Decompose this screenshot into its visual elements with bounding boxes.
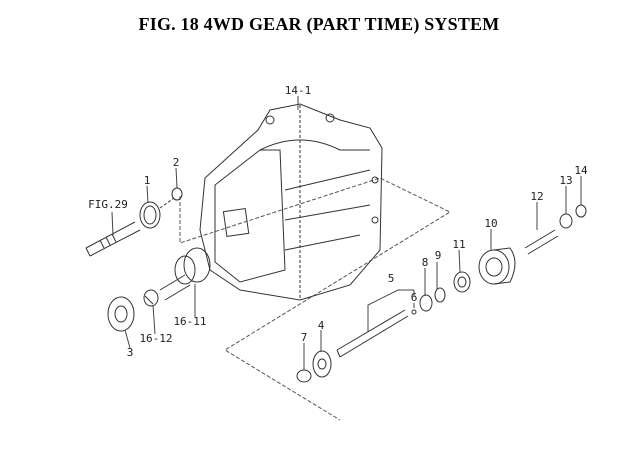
callout-10: 10: [484, 217, 498, 230]
snap-ring-9: [434, 287, 446, 303]
assembly-outline: [179, 177, 452, 421]
callout-4: 4: [317, 319, 325, 332]
callout-12: 12: [530, 190, 544, 203]
housing-10: [478, 247, 516, 285]
bearing-13: [559, 213, 573, 229]
gear-1: [139, 201, 161, 229]
shaft-5: [336, 309, 409, 358]
input-shaft: [85, 221, 141, 257]
bearing-retainer-11: [453, 271, 471, 293]
callout-14: 14: [574, 164, 588, 177]
transmission-housing: [199, 103, 383, 301]
pin-6: [411, 309, 417, 315]
bushing-16-12: [143, 289, 159, 307]
callout-7: 7: [300, 331, 308, 344]
callout-16-12: 16-12: [139, 332, 173, 345]
gear-4: [312, 350, 332, 378]
callout-1: 1: [143, 174, 151, 187]
callout-6: 6: [410, 291, 418, 304]
shaft-12: [524, 229, 559, 255]
callout-16-11: 16-11: [173, 315, 207, 328]
bearing-8: [419, 294, 433, 312]
figure-title: FIG. 18 4WD GEAR (PART TIME) SYSTEM: [138, 14, 500, 34]
callout-fig-29: FIG.29: [88, 198, 128, 211]
callout-2: 2: [172, 156, 180, 169]
callout-5: 5: [387, 272, 395, 285]
callout-9: 9: [434, 249, 442, 262]
counter-gear-16-11: [159, 247, 211, 301]
callout-11: 11: [452, 238, 466, 251]
bearing-7: [296, 369, 312, 383]
callout-8: 8: [421, 256, 429, 269]
gear-3: [107, 296, 135, 332]
callout-3: 3: [126, 346, 134, 359]
seal-14: [575, 204, 587, 218]
callout-14-1: 14-1: [284, 84, 312, 97]
callout-13: 13: [559, 174, 573, 187]
leader-lines: [111, 96, 582, 370]
